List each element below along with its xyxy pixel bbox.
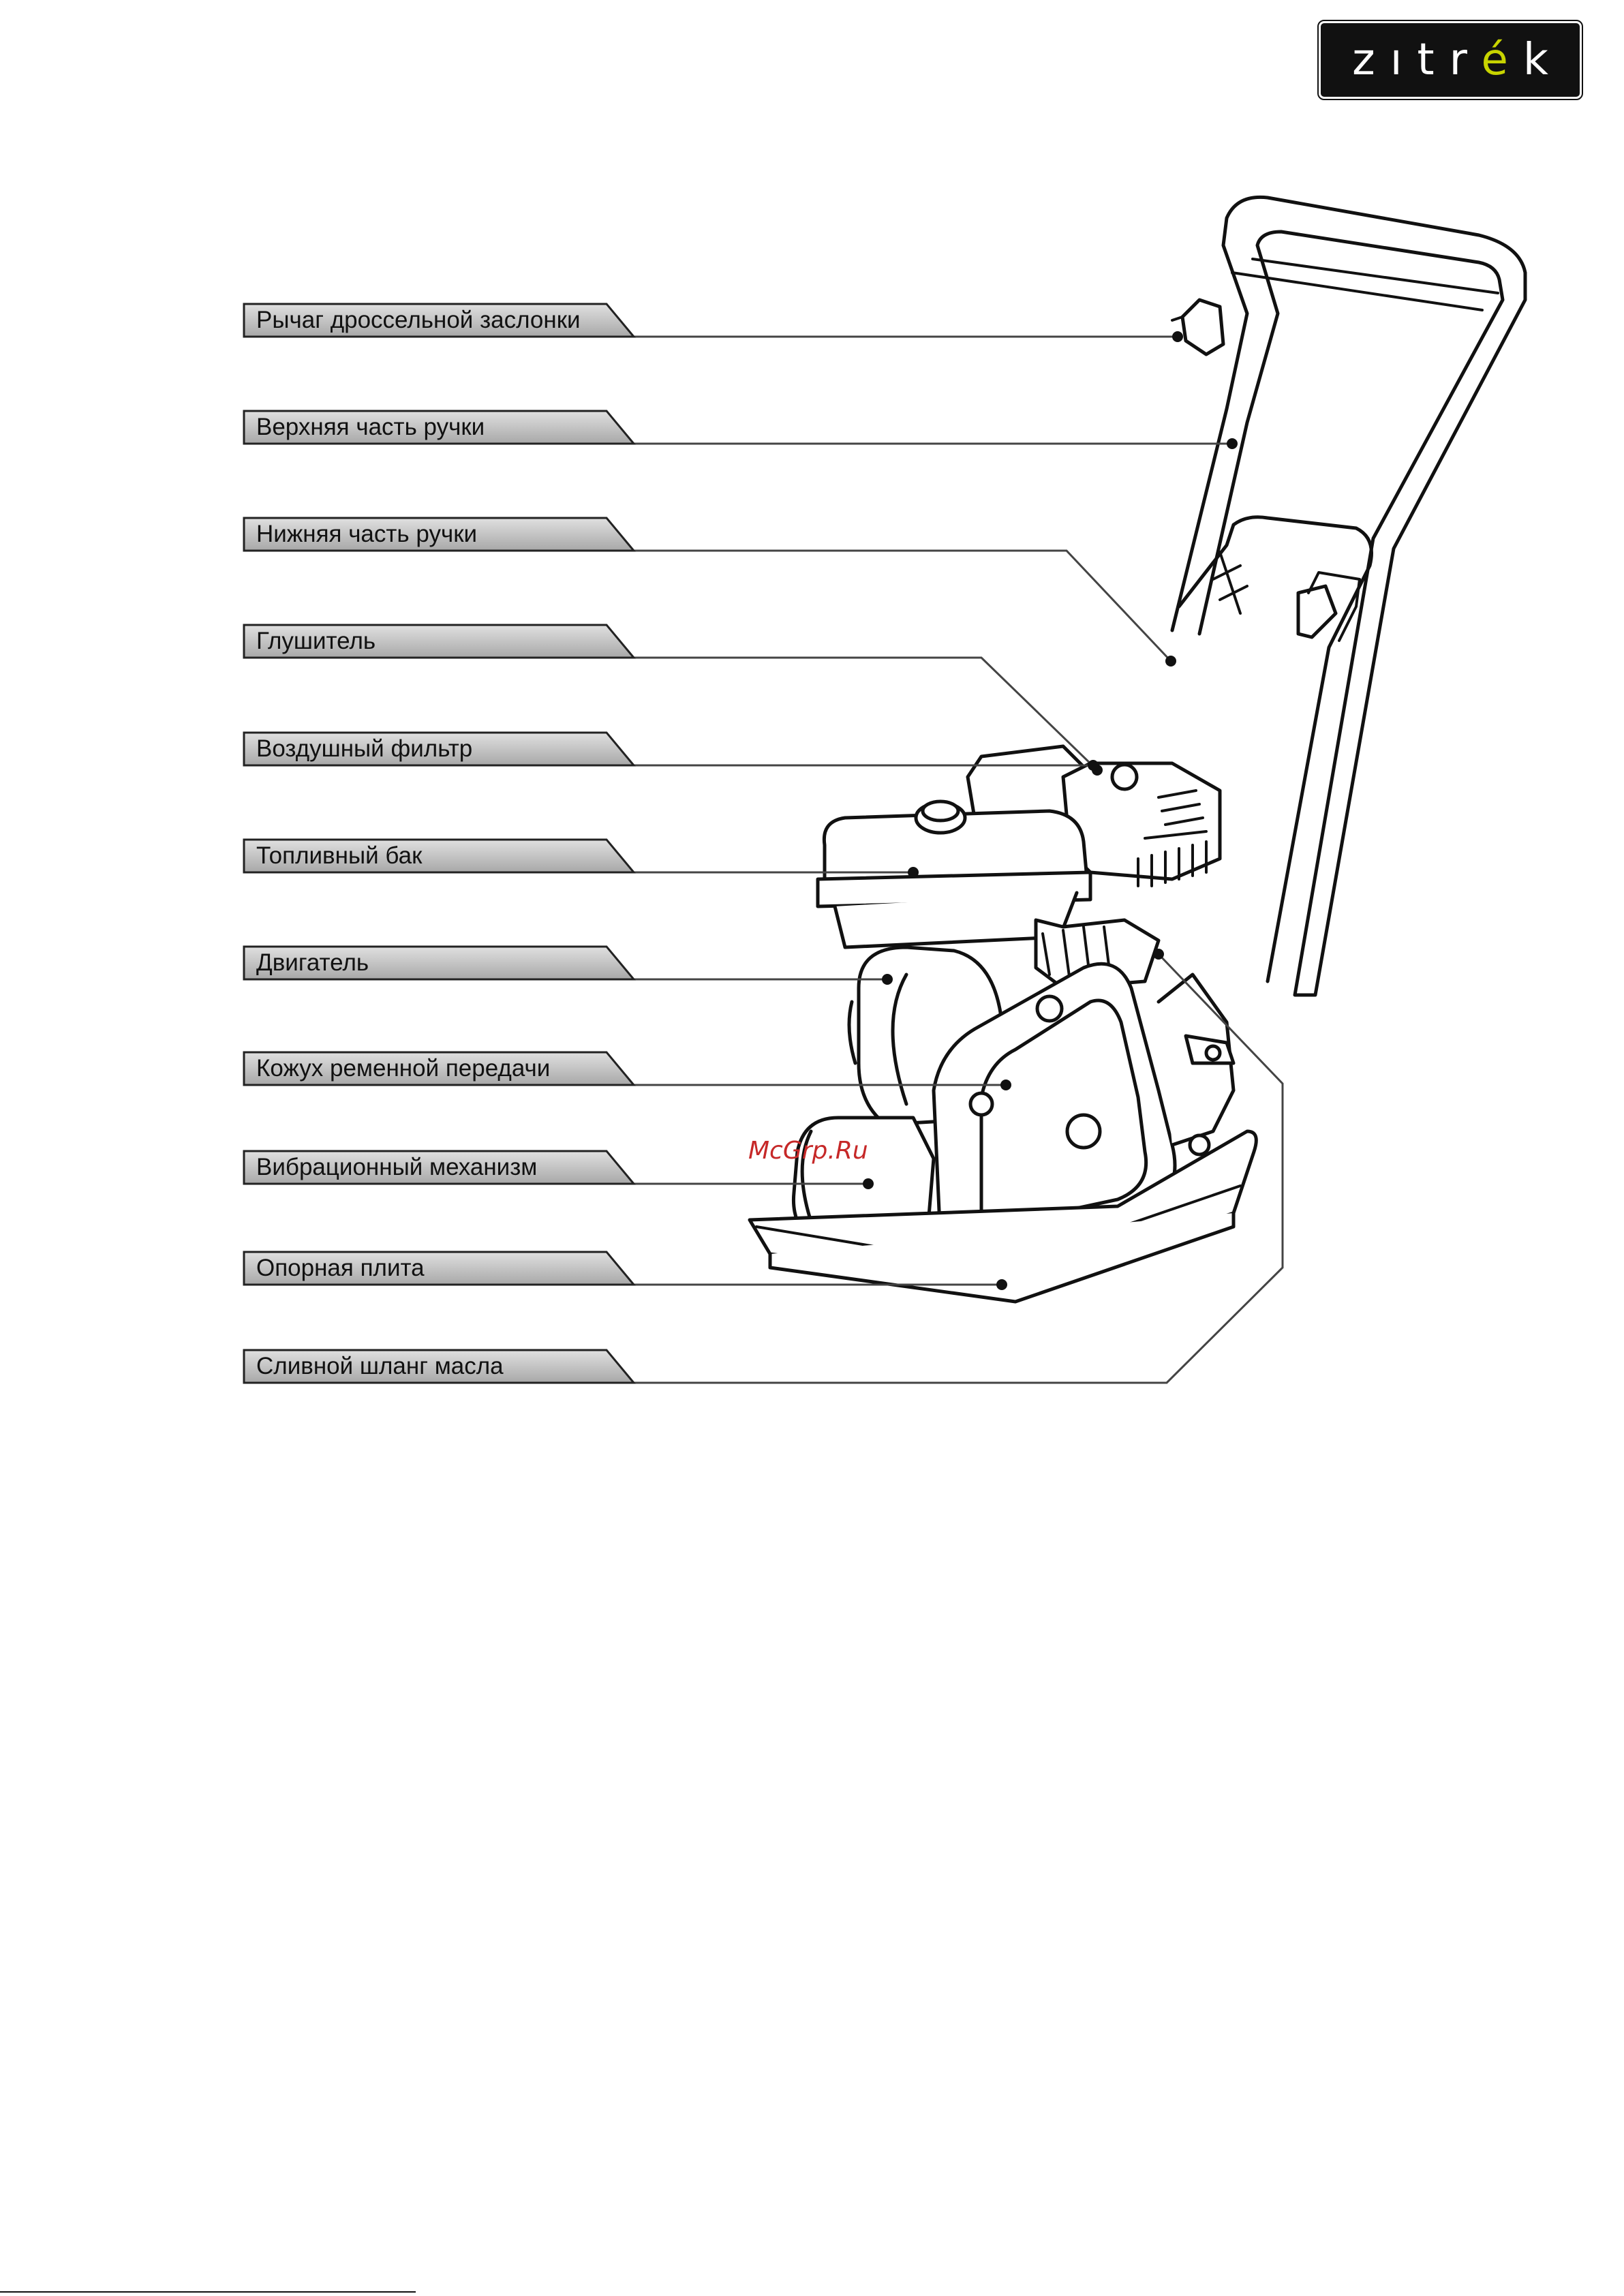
- callout-labels: Рычаг дроссельной заслонки Верхняя часть…: [244, 304, 634, 1383]
- watermark-text: McGrp.Ru: [748, 1137, 868, 1165]
- callout-label: Рычаг дроссельной заслонки: [256, 307, 581, 333]
- callout-label: Кожух ременной передачи: [256, 1055, 550, 1082]
- callout-base-plate: Опорная плита: [244, 1252, 634, 1285]
- plate-compactor-illustration: [750, 197, 1525, 1302]
- callout-label: Двигатель: [256, 949, 369, 976]
- callout-label: Глушитель: [256, 628, 376, 654]
- callout-label: Воздушный фильтр: [256, 735, 472, 762]
- callout-lower-handle: Нижняя часть ручки: [244, 518, 634, 551]
- callout-belt-guard: Кожух ременной передачи: [244, 1052, 634, 1085]
- callout-label: Верхняя часть ручки: [256, 414, 485, 440]
- callout-throttle-lever: Рычаг дроссельной заслонки: [244, 304, 634, 337]
- callout-label: Нижняя часть ручки: [256, 521, 477, 547]
- footer-divider: [0, 2291, 416, 2293]
- callout-label: Вибрационный механизм: [256, 1154, 537, 1180]
- callout-engine: Двигатель: [244, 947, 634, 979]
- callout-muffler: Глушитель: [244, 625, 634, 658]
- callout-vibration-mechanism: Вибрационный механизм: [244, 1151, 634, 1184]
- callout-upper-handle: Верхняя часть ручки: [244, 411, 634, 444]
- callout-fuel-tank: Топливный бак: [244, 840, 634, 872]
- callout-label: Сливной шланг масла: [256, 1353, 504, 1379]
- callout-oil-drain-hose: Сливной шланг масла: [244, 1350, 634, 1383]
- callout-air-filter: Воздушный фильтр: [244, 733, 634, 765]
- callout-label: Опорная плита: [256, 1255, 425, 1281]
- callout-label: Топливный бак: [256, 842, 423, 869]
